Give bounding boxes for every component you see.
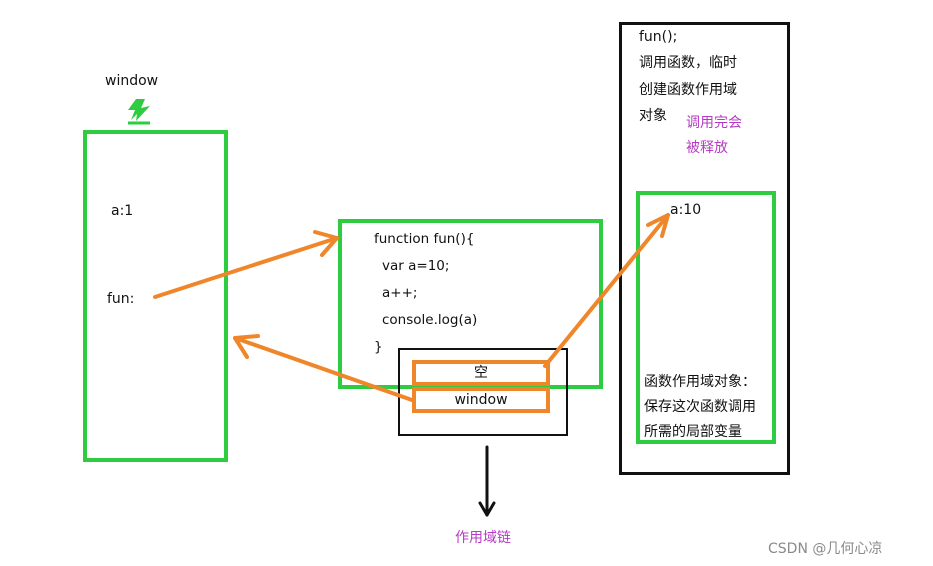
code-line-2: var a=10;: [382, 258, 450, 274]
scope-desc-line-1: 函数作用域对象：: [644, 374, 756, 390]
release-note-line-1: 调用完会: [686, 115, 742, 131]
code-line-5: }: [374, 339, 383, 355]
scope-var-a: a:10: [670, 202, 702, 218]
watermark: CSDN @几何心凉: [768, 541, 883, 557]
function-scope-object-box: a:10 函数作用域对象： 保存这次函数调用 所需的局部变量: [636, 191, 776, 444]
call-panel: fun(); 调用函数，临时 创建函数作用域 对象 调用完会 被释放: [619, 22, 790, 475]
window-label: window: [105, 73, 159, 89]
scope-chain-slot-bottom: window: [412, 387, 550, 413]
call-label: fun();: [639, 29, 678, 45]
scope-chain-caption: 作用域链: [455, 530, 511, 546]
arrow-scope-chain-to-window: [233, 334, 414, 402]
scope-chain-slot-top: 空: [412, 360, 550, 386]
scope-desc-line-2: 保存这次函数调用: [644, 399, 756, 415]
code-line-4: console.log(a): [382, 312, 478, 328]
scope-desc-line-3: 所需的局部变量: [644, 424, 742, 440]
call-desc-line-3: 对象: [639, 108, 667, 124]
scope-chain-box: [398, 348, 568, 436]
call-desc-line-2: 创建函数作用域: [639, 82, 737, 98]
code-line-3: a++;: [382, 285, 418, 301]
lightning-icon: [123, 97, 155, 129]
window-scope-box: a:1 fun:: [83, 130, 228, 462]
call-desc-line-1: 调用函数，临时: [639, 55, 737, 71]
window-var-fun: fun:: [107, 291, 135, 307]
arrow-fun-to-function: [153, 230, 339, 299]
code-line-1: function fun(){: [374, 231, 475, 247]
release-note-line-2: 被释放: [686, 140, 728, 156]
arrow-down-to-caption: [478, 445, 496, 517]
arrow-scope-chain-to-function-scope: [543, 213, 670, 368]
function-definition-box: function fun(){ var a=10; a++; console.l…: [338, 219, 603, 389]
window-var-a: a:1: [111, 203, 134, 219]
